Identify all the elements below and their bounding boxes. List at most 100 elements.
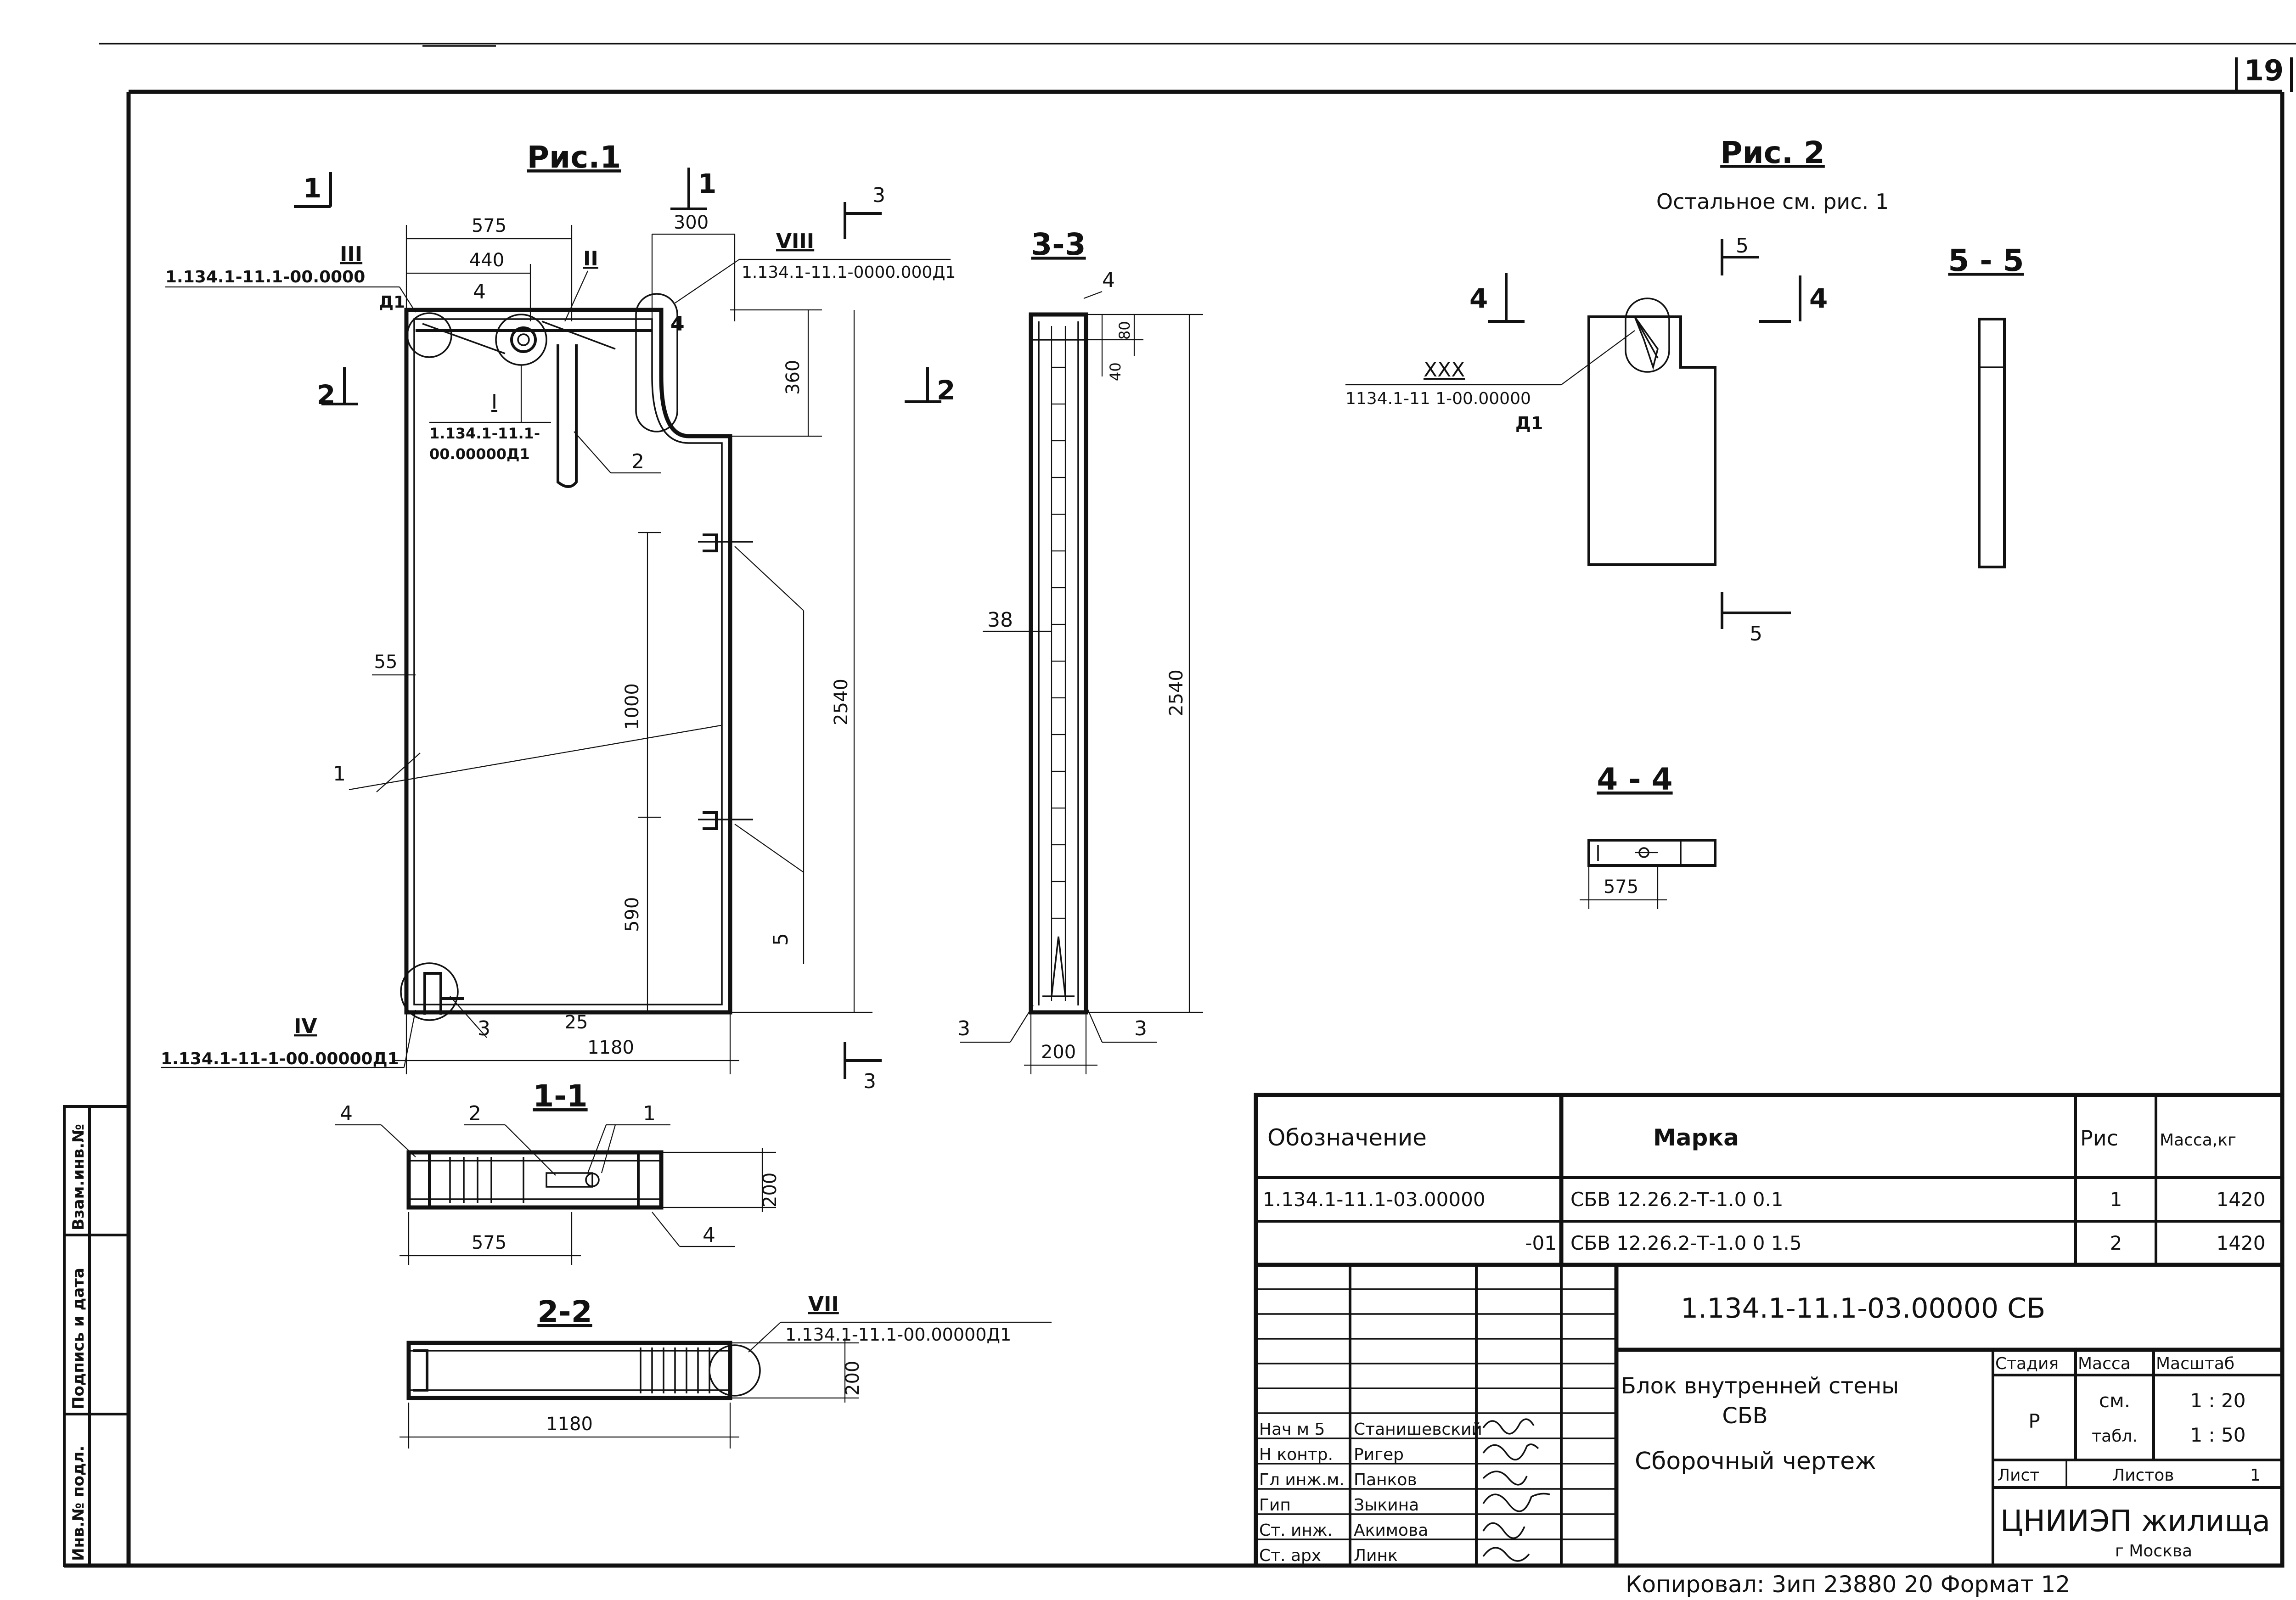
- fig1-dim-440: 440: [469, 250, 504, 271]
- spec-row1-designation: 1.134.1-11.1-03.00000: [1263, 1188, 1486, 1211]
- side-stamp-sign: Подпись и дата: [69, 1268, 88, 1409]
- spec-row2-mark: СБВ 12.26.2-Т-1.0 0 1.5: [1570, 1232, 1802, 1254]
- section-1-1: 1-1 4 2 1 4 200 575: [335, 1078, 781, 1265]
- section-3-3: 3-3 2540: [844, 227, 1203, 1093]
- section-4-4: 4 - 4 575: [1580, 762, 1716, 909]
- fig1-dim-2540: 2540: [831, 679, 852, 725]
- sec33-cut-3-bottom: 3: [863, 1070, 876, 1093]
- stamp-sheets-header: Листов: [2112, 1466, 2174, 1485]
- sec33-dim-40: 40: [1107, 362, 1124, 381]
- fig1-cut-2b: 2: [937, 375, 955, 406]
- signatures: [1482, 1418, 1550, 1562]
- fig1-dim-360: 360: [782, 360, 804, 395]
- sec22-node-7-ref: 1.134.1-11.1-00.00000Д1: [785, 1325, 1011, 1345]
- stamp-name-l2: СБВ: [1722, 1403, 1767, 1429]
- stamp-name-l3: Сборочный чертеж: [1635, 1448, 1876, 1475]
- spec-header-designation: Обозначение: [1267, 1124, 1427, 1151]
- fig1-cut-2a: 2: [317, 379, 335, 410]
- fig1-node-8-ref: 1.134.1-11.1-0000.000Д1: [742, 263, 956, 282]
- stamp-person: Зыкина: [1354, 1496, 1419, 1515]
- stamp-sheet-header: Лист: [1998, 1466, 2039, 1485]
- spec-table: Обозначение Марка Рис Масса,кг 1.134.1-1…: [1254, 1093, 2285, 1267]
- side-stamp-inv: Инв.№ подл.: [69, 1446, 88, 1561]
- fig1-dim-300: 300: [674, 212, 709, 233]
- fig1-dim-1000: 1000: [622, 683, 643, 730]
- side-stamp: Инв.№ подл. Подпись и дата Взам.инв.№: [63, 1105, 130, 1567]
- spec-header-mass: Масса,кг: [2160, 1131, 2236, 1150]
- fig1-callout-3: 3: [478, 1017, 490, 1040]
- fig1-node-3-sheet: Д1: [379, 293, 405, 312]
- sec33-ladder-rungs: [1052, 366, 1065, 919]
- fig1-dim-55: 55: [374, 651, 398, 673]
- sec44-title: 4 - 4: [1597, 762, 1672, 797]
- copy-format-note: Копировал: 3ип 23880 20 Формат 12: [1626, 1571, 2070, 1598]
- fig1-title: Рис.1: [527, 140, 621, 175]
- fig1-callout-1: 1: [333, 762, 346, 786]
- stamp-role: Ст. инж.: [1259, 1521, 1333, 1540]
- sec22-dim-200: 200: [842, 1361, 863, 1396]
- stamp-role: Нач м 5: [1259, 1420, 1325, 1439]
- fig1-cut-1a: 1: [303, 173, 321, 204]
- sec44-dim-575: 575: [1604, 876, 1638, 898]
- sec33-dim-38: 38: [987, 608, 1013, 632]
- fig2-node-30-ref: 1134.1-11 1-00.00000: [1345, 389, 1531, 408]
- fig2-cut-4b: 4: [1809, 283, 1828, 314]
- fig1-cut-1b: 1: [698, 168, 716, 199]
- fig1-dim-1180: 1180: [587, 1037, 634, 1058]
- fig1-node-1-ref-a: 1.134.1-11.1-: [429, 425, 540, 442]
- fig1-node-4-roman: IV: [294, 1015, 317, 1038]
- stamp-person: Панков: [1354, 1471, 1417, 1489]
- fig1-elevation: Рис.1 575 440 300: [161, 140, 956, 1074]
- stamp-person: Линк: [1354, 1546, 1398, 1565]
- sec33-dim-2540: 2540: [1166, 669, 1187, 716]
- stamp-org-l1: ЦНИИЭП жилища: [2000, 1505, 2270, 1538]
- stamp-org-l2: г Москва: [2115, 1542, 2192, 1561]
- stamp-role: Ст. арх: [1259, 1546, 1321, 1565]
- stamp-role: Н контр.: [1259, 1445, 1333, 1464]
- fig1-callout-5: 5: [769, 933, 793, 946]
- fig1-callout-4a: 4: [473, 280, 486, 303]
- fig1-node-3-roman: III: [340, 242, 362, 266]
- page-number: 19: [2244, 54, 2284, 87]
- sec22-dim-1180: 1180: [546, 1414, 593, 1435]
- stamp-scale-l1: 1 : 20: [2190, 1389, 2245, 1412]
- fig1-node-4-ref: 1.134.1-11-1-00.00000Д1: [161, 1050, 399, 1068]
- sec22-node-7-roman: VII: [808, 1292, 839, 1316]
- fig1-node-1-roman: I: [491, 390, 497, 414]
- sec11-callout-4a: 4: [340, 1102, 353, 1125]
- stamp-mass-l1: см.: [2099, 1389, 2130, 1412]
- sec11-callout-2: 2: [468, 1102, 481, 1125]
- stamp-stage: Р: [2028, 1410, 2040, 1432]
- spec-row2-designation: -01: [1525, 1232, 1557, 1254]
- sec55-title: 5 - 5: [1948, 243, 2024, 278]
- section-5-5: 5 - 5: [1948, 243, 2024, 568]
- fig1-node-2-roman: II: [583, 247, 598, 270]
- fig2-subtitle: Остальное см. рис. 1: [1656, 189, 1889, 214]
- sec33-title: 3-3: [1031, 227, 1086, 262]
- fig1-dim-575: 575: [472, 215, 506, 236]
- sec33-dim-200: 200: [1041, 1042, 1076, 1063]
- fig2-elevation: Рис. 2 Остальное см. рис. 1 4 4 5 5 XXX …: [1345, 135, 1889, 646]
- side-stamp-replace: Взам.инв.№: [69, 1124, 88, 1230]
- spec-row2-mass: 1420: [2217, 1232, 2266, 1254]
- fig1-node-8-roman: VIII: [776, 230, 814, 253]
- sec11-callout-1: 1: [643, 1102, 656, 1125]
- fig2-node-30-sheet: Д1: [1515, 413, 1543, 433]
- sec33-callout-4: 4: [1102, 269, 1115, 292]
- stamp-scale-header: Масштаб: [2156, 1354, 2234, 1373]
- spec-row2-fig: 2: [2110, 1232, 2122, 1254]
- stamp-role: Гл инж.м.: [1259, 1471, 1345, 1489]
- sec11-callout-4b: 4: [703, 1224, 715, 1247]
- fig1-callout-4b: 4: [670, 312, 685, 336]
- stamp-person: Станишевский: [1354, 1420, 1482, 1439]
- sec11-dim-200: 200: [760, 1173, 781, 1207]
- spec-row1-mark: СБВ 12.26.2-Т-1.0 0.1: [1570, 1188, 1784, 1211]
- stamp-sheets-count: 1: [2250, 1466, 2261, 1485]
- fig1-node-1-ref-b: 00.00000Д1: [429, 445, 530, 463]
- fig2-cut-4a: 4: [1469, 283, 1488, 314]
- fig2-title: Рис. 2: [1720, 135, 1825, 170]
- fig2-cut-5b: 5: [1750, 622, 1762, 646]
- stamp-mass-header: Масса: [2078, 1354, 2131, 1373]
- stamp-person: Акимова: [1354, 1521, 1428, 1540]
